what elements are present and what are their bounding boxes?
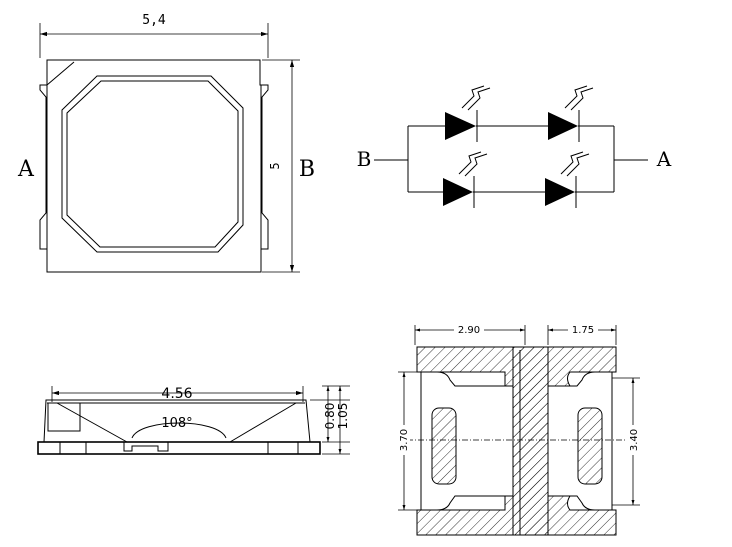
circuit-schematic: B A bbox=[357, 85, 672, 208]
led-diode-4 bbox=[545, 151, 590, 208]
pad-height-inner-label: 3.40 bbox=[629, 429, 640, 451]
top-width-dimension: 5,4 bbox=[39, 13, 269, 58]
top-height-dimension: 5 bbox=[262, 59, 300, 273]
beam-angle-label: 108° bbox=[161, 416, 192, 431]
pad-slot-left bbox=[431, 407, 457, 485]
top-height-label: 5 bbox=[268, 162, 282, 169]
polarity-chamfer-mark bbox=[46, 61, 75, 86]
pad-slot-right bbox=[577, 407, 603, 485]
top-width-label: 5,4 bbox=[142, 13, 166, 28]
led-diode-3 bbox=[443, 151, 488, 208]
height-label-inner: 0.80 bbox=[323, 403, 337, 430]
pad-width-left-label: 2.90 bbox=[458, 325, 480, 336]
schematic-terminal-left: B bbox=[357, 147, 372, 171]
schematic-wires bbox=[374, 125, 648, 193]
height-label-outer: 1.05 bbox=[336, 403, 350, 430]
lens-inner bbox=[66, 80, 239, 248]
package-outline bbox=[39, 59, 269, 273]
pin-label-left: A bbox=[17, 157, 35, 182]
lens-outer bbox=[61, 75, 244, 253]
top-view: 5,4 5 A B bbox=[17, 13, 315, 273]
side-base bbox=[37, 441, 321, 455]
pad-layout-view: 2.90 1.75 3.70 3.40 bbox=[396, 323, 640, 536]
pad-height-total-label: 3.70 bbox=[399, 429, 410, 451]
side-width-label: 4.56 bbox=[161, 386, 192, 402]
led-diode-2 bbox=[548, 85, 594, 142]
side-view: 4.56 108° 0.80 1.05 bbox=[37, 385, 350, 455]
led-diode-1 bbox=[445, 85, 491, 142]
pin-label-right: B bbox=[299, 157, 315, 182]
pad-center-divider bbox=[512, 346, 549, 536]
schematic-terminal-right: A bbox=[656, 147, 672, 171]
pad-width-right-label: 1.75 bbox=[572, 325, 594, 336]
